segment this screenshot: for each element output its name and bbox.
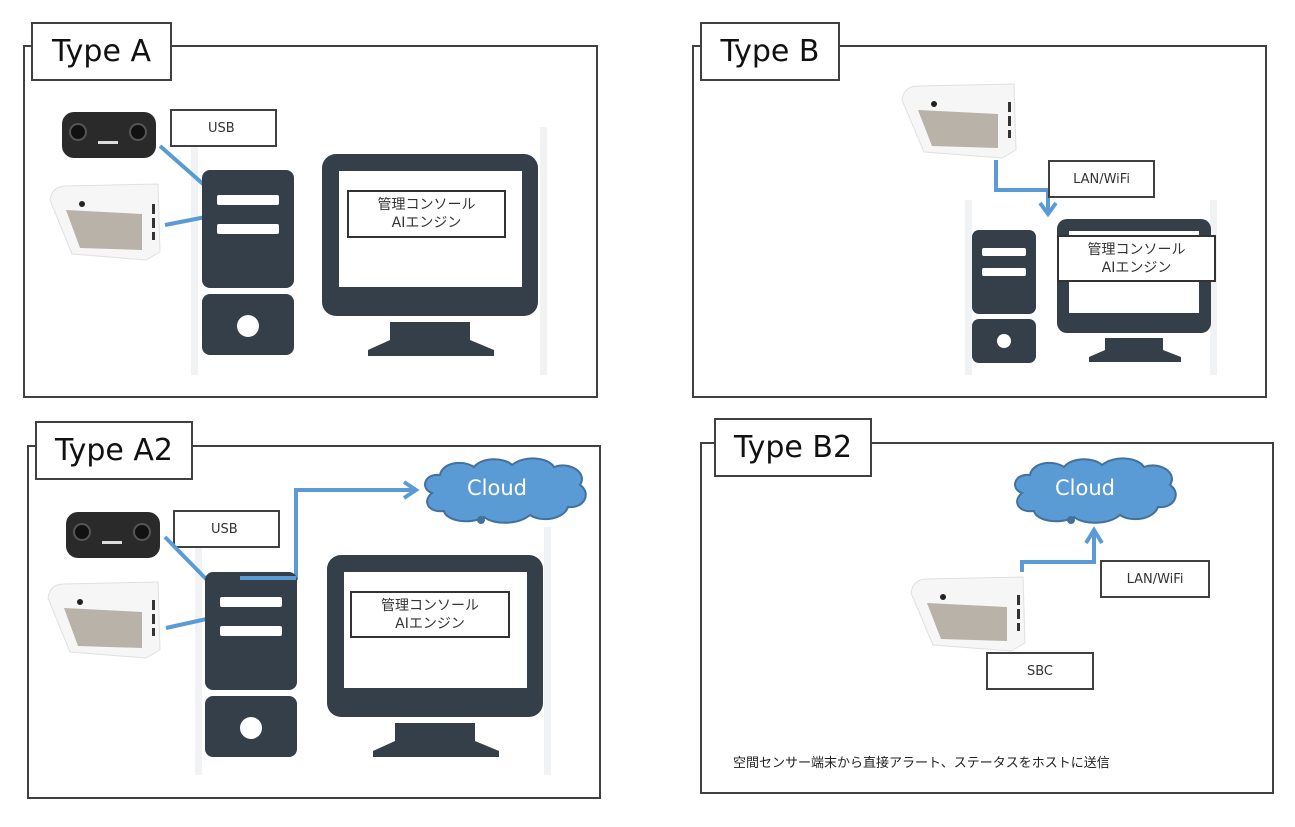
background-pane bbox=[965, 200, 972, 375]
usb-label: USB bbox=[170, 109, 277, 147]
desktop-tower-icon bbox=[972, 230, 1036, 363]
console-line-1: 管理コンソール bbox=[381, 597, 479, 614]
stereo-camera-icon bbox=[66, 512, 160, 558]
console-label: 管理コンソール AIエンジン bbox=[1057, 235, 1216, 282]
panel-title-type-b2: Type B2 bbox=[714, 418, 872, 477]
desktop-tower-icon bbox=[205, 572, 297, 757]
background-pane bbox=[191, 127, 198, 375]
cloud-icon bbox=[424, 457, 587, 524]
cloud-label: Cloud bbox=[1055, 476, 1115, 500]
console-line-2: AIエンジン bbox=[395, 615, 465, 632]
background-pane bbox=[195, 527, 202, 775]
console-line-1: 管理コンソール bbox=[377, 197, 476, 213]
console-line-2: AIエンジン bbox=[391, 215, 462, 231]
space-sensor-device-icon bbox=[901, 83, 1017, 159]
sbc-label: SBC bbox=[986, 652, 1094, 690]
console-label: 管理コンソール AIエンジン bbox=[347, 190, 506, 238]
description-note: 空間センサー端末から直接アラート、ステータスをホストに送信 bbox=[733, 756, 1110, 771]
console-line-2: AIエンジン bbox=[1101, 259, 1172, 276]
desktop-tower-icon bbox=[202, 170, 294, 355]
console-line-1: 管理コンソール bbox=[1087, 241, 1186, 258]
cloud-label: Cloud bbox=[467, 476, 527, 500]
background-pane bbox=[544, 527, 551, 775]
lan-wifi-label: LAN/WiFi bbox=[1100, 560, 1210, 598]
panel-title-type-b: Type B bbox=[700, 22, 840, 81]
cloud-icon bbox=[1014, 457, 1177, 524]
panel-title-type-a2: Type A2 bbox=[35, 421, 193, 480]
stereo-camera-icon bbox=[62, 112, 156, 158]
console-label: 管理コンソール AIエンジン bbox=[350, 591, 510, 638]
lan-wifi-label: LAN/WiFi bbox=[1048, 160, 1155, 198]
space-sensor-device-icon bbox=[47, 581, 161, 659]
panel-title-type-a: Type A bbox=[31, 22, 172, 81]
space-sensor-device-icon bbox=[910, 576, 1026, 652]
space-sensor-device-icon bbox=[49, 183, 161, 261]
usb-label: USB bbox=[173, 510, 280, 548]
background-pane bbox=[1210, 200, 1217, 375]
background-pane bbox=[540, 127, 547, 375]
